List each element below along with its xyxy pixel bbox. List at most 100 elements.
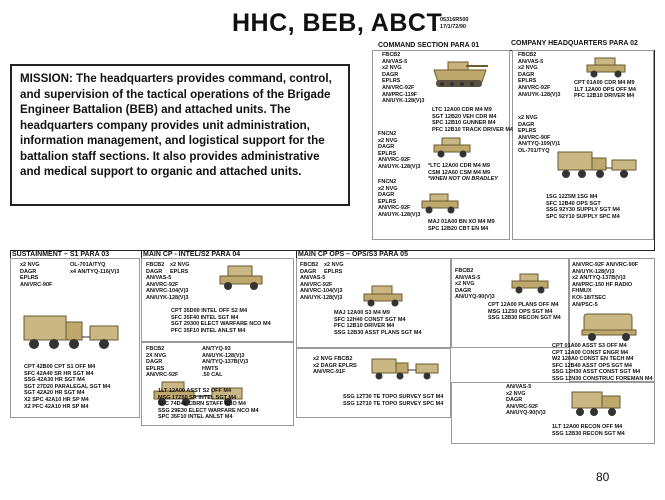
equipment-item: EPLRS xyxy=(518,78,537,85)
company-hq-heading: COMPANY HEADQUARTERS PARA 02 xyxy=(511,40,638,47)
cmd-personnel-list-1: LTC 12A00 CDR M4 M9 SGT 12B20 VEH CDR M4… xyxy=(432,107,513,133)
hq-equipment-list-1: FBCB2 AN/VAS-5 x2 NVG DAGR EPLRS AN/VRC-… xyxy=(518,52,560,98)
equipment-item: .50 CAL xyxy=(202,372,223,379)
equipment-item: x2 NVG xyxy=(170,262,190,268)
equipment-item: AN/TYQ-137B(V)3 xyxy=(202,359,249,366)
personnel-item: SGT 29300 ELECT WARFARE NCO M4 xyxy=(171,321,271,328)
humvee-vehicle-icon xyxy=(421,193,459,214)
equipment-item: AN/VAS-5 xyxy=(300,275,326,282)
personnel-item: SSG 12H30 ASST CONST SGT M4 xyxy=(552,369,641,376)
equipment-item: EPLRS xyxy=(382,78,401,85)
personnel-item: PFC 12B10 DRIVER M4 xyxy=(334,323,395,330)
cargo-truck-icon xyxy=(23,315,119,349)
intel-frame-upper xyxy=(141,258,294,342)
intel-equipment-list-2a: FBCB2 2X NVG DAGR EPLRS AN/VRC-92F xyxy=(146,346,178,379)
ops-frame-2 xyxy=(451,258,569,348)
equipment-item: AN/TYQ-93 xyxy=(202,346,231,352)
ops-equipment-list-3: x2 NVG FBCB2 x2 DAGR EPLRS AN/VRC-91F xyxy=(313,356,357,376)
personnel-item: SSG 29E30 ELECT WARFARE NCO M4 xyxy=(158,407,259,414)
personnel-item: SSG 12T10 TE TOPO SURVEY SPC M4 xyxy=(343,400,444,407)
ops-frame-5 xyxy=(451,382,655,444)
ops-equipment-list-4: AN/VRC-92F AN/VRC-90F AN/UYK-128(V)3 x2 … xyxy=(572,262,638,308)
personnel-item: 1LT 12A00 ASST S2 OFF M4 xyxy=(158,388,232,394)
equipment-item: FBCB2 xyxy=(382,52,401,58)
equipment-item: AN/VAS-5 xyxy=(382,58,408,65)
personnel-item: SFC 12H40 CONST SGT M4 xyxy=(334,316,406,323)
cmd-equipment-list-1: FBCB2 AN/VAS-5 x2 NVG DAGR EPLRS AN/VRC-… xyxy=(382,52,424,105)
personnel-item: SSG 12B30 RECON SGT M4 xyxy=(488,315,561,322)
doc-code-line: 17/1/72/90 xyxy=(440,23,466,30)
personnel-item: SSG 12T30 TE TOPO SURVEY SGT M4 xyxy=(343,394,444,400)
equipment-item: AN/VRC-104(V)3 xyxy=(300,288,343,295)
personnel-item: MSG 17Z50 SR INTEL SGT M4 xyxy=(158,394,237,401)
equipment-item: x2 NVG xyxy=(20,262,40,268)
ops-personnel-list-1: MAJ 12A00 S3 M4 M9 SFC 12H40 CONST SGT M… xyxy=(334,310,422,336)
personnel-item: SSG 12N30 CONSTRUC FOREMAN M4 xyxy=(552,375,653,382)
s1-personnel-list: CPT 42B00 CPT S1 OFF M4 SFC 42A40 SR HR … xyxy=(24,364,110,410)
personnel-item: X2 PFC 42A10 HR SP M4 xyxy=(24,403,89,410)
personnel-item: SPC 12B20 CBT EN M4 xyxy=(428,225,489,232)
equipment-item: AN/UYK-128(V)3 xyxy=(572,268,615,275)
command-vehicle-icon xyxy=(581,313,637,341)
equipment-item: AN/VRC-92F xyxy=(382,84,415,91)
personnel-item: PFC 35F10 INTEL ANLST M4 xyxy=(171,327,246,334)
personnel-item: MAJ 01A00 BN XO M4 M9 xyxy=(428,219,495,225)
equipment-item: x2 DAGR EPLRS xyxy=(313,362,357,369)
equipment-item: EPLRS xyxy=(518,128,537,135)
hq-personnel-list-2: 1SG 12Z5M 1SG M4 SFC 12B40 OPS SGT SSG 9… xyxy=(546,194,620,220)
equipment-item: AN/UYQ-90(V)3 xyxy=(455,294,495,301)
ops-heading: MAIN CP OPS – OPS/S3 PARA 05 xyxy=(298,251,408,258)
equipment-item: FBCB2 xyxy=(300,262,319,268)
sustainment-frame xyxy=(10,258,140,418)
humvee-vehicle-icon xyxy=(219,265,263,290)
equipment-item: AN/VAS-5 xyxy=(506,384,532,390)
equipment-item: EPLRS xyxy=(170,268,189,275)
equipment-item: EPLRS xyxy=(378,150,397,157)
company-hq-frame xyxy=(512,50,654,240)
equipment-item: x2 NVG xyxy=(382,65,402,72)
equipment-item: KOI-18/TSEC xyxy=(572,294,606,301)
personnel-item: SSG 12B30 ASST PLANS SGT M4 xyxy=(334,329,422,336)
equipment-item: x2 NVG xyxy=(324,262,344,268)
equipment-item: x2 NVG xyxy=(506,390,526,397)
equipment-item: FHMUX xyxy=(572,288,592,295)
equipment-item: AN/VRC-90F xyxy=(518,134,551,141)
equipment-item: DAGR xyxy=(382,71,399,78)
personnel-item: PFC 12B10 TRACK DRIVER M4 xyxy=(432,126,513,133)
personnel-item: CPT 01A00 ASST S3 OFF M4 xyxy=(552,343,627,349)
personnel-item: CPT 35D00 INTEL OFF S2 M4 xyxy=(171,308,248,314)
equipment-item: DAGR xyxy=(146,268,163,275)
equipment-item: EPLRS xyxy=(20,275,39,282)
sustainment-heading: SUSTAINMENT – S1 PARA 03 xyxy=(12,251,110,258)
equipment-item: AN/VRC-92F xyxy=(378,205,411,212)
personnel-item: SFC 74D40 CBRN STAFF NCO M4 xyxy=(158,401,246,408)
connector-line xyxy=(10,250,11,258)
equipment-item: FBCB2 xyxy=(146,346,165,352)
equipment-item: DAGR xyxy=(378,192,395,199)
equipment-item: AN/PSC-5 xyxy=(572,301,598,308)
cmd-personnel-list-2: *LTC 12A00 CDR M4 M9 CSM 12A60 CSM M4 M9… xyxy=(428,163,498,183)
intel-equipment-list-2b: AN/TYQ-93 AN/UYK-128(V)3 AN/TYQ-137B(V)3… xyxy=(202,346,248,379)
personnel-item: SSG 42A30 HR SGT M4 xyxy=(24,377,85,384)
equipment-item: AN/VRC-92F xyxy=(506,403,539,410)
personnel-item: SPC 12B10 GUNNER M4 xyxy=(432,120,496,127)
cmd-equipment-list-2: FNCN2 x2 NVG DAGR EPLRS AN/VRC-92F AN/UY… xyxy=(378,131,420,171)
equipment-item: AN/UYK-128(V)3 xyxy=(202,352,245,359)
intel-personnel-list-2: 1LT 12A00 ASST S2 OFF M4 MSG 17Z50 SR IN… xyxy=(158,388,259,421)
s1-equipment-list-b: OL-701A/TYQ x4 AN/TYQ-116(V)3 xyxy=(70,262,119,275)
equipment-item: x2 AN/TYQ-137B(V)3 xyxy=(572,275,626,282)
equipment-item: AN/VRC-104(V)3 xyxy=(146,288,189,295)
personnel-item: SPC 92Y10 SUPPLY SPC M4 xyxy=(546,213,620,220)
hq-personnel-list-1: CPT 01A00 CDR M4 M9 1LT 12A00 OPS OFF M4… xyxy=(574,80,636,100)
personnel-item: MAJ 12A00 S3 M4 M9 xyxy=(334,310,390,316)
personnel-item: W2 120A0 CONST EN TECH M4 xyxy=(552,356,634,363)
equipment-item: DAGR xyxy=(378,144,395,151)
command-section-heading: COMMAND SECTION PARA 01 xyxy=(378,42,480,49)
equipment-item: FNCN2 xyxy=(378,131,397,137)
intel-equipment-list-1b: x2 NVG EPLRS xyxy=(170,262,190,275)
personnel-item: SPC 35F10 INTEL ANLST M4 xyxy=(158,414,233,421)
equipment-item: x2 NVG xyxy=(455,281,475,288)
hq-equipment-list-2: x2 NVG DAGR EPLRS AN/VRC-90F AN/TYQ-109(… xyxy=(518,115,560,155)
humvee-trailer-icon xyxy=(153,381,243,406)
bradley-vehicle-icon xyxy=(433,61,488,87)
